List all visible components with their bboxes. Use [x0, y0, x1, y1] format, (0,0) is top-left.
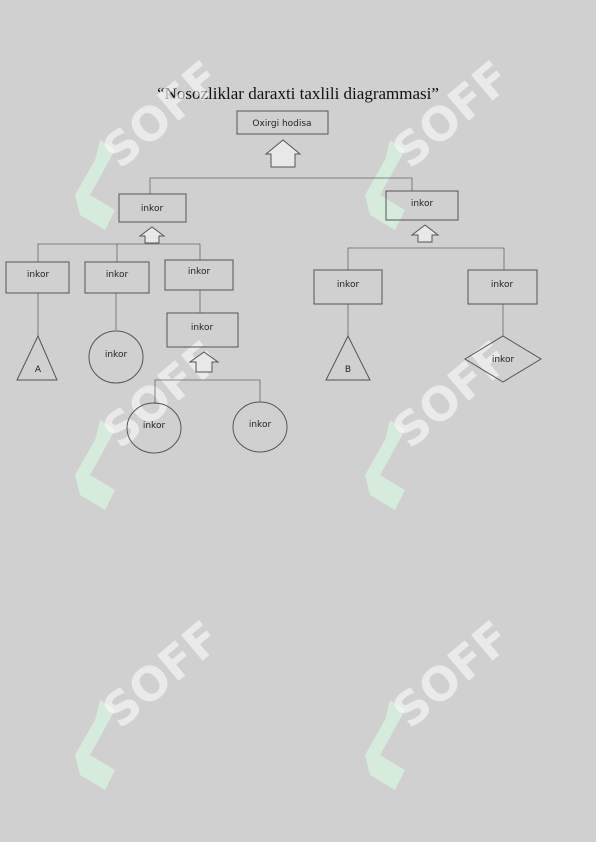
watermark-5: SOFF: [75, 610, 231, 790]
l2-circle-label: inkor: [105, 350, 128, 360]
watermark-logo-icon: [365, 140, 405, 230]
triangle-a: [16, 334, 58, 381]
right-gate-box: [385, 190, 459, 221]
l3-circle-b-label: inkor: [249, 420, 272, 430]
left-gate-label: inkor: [141, 204, 164, 214]
up-arrow-icon: [264, 139, 302, 168]
l3-box: [164, 259, 234, 291]
watermark-group: SOFF SOFF SOFF SOFF SOFF SOFF: [75, 50, 521, 790]
top-event-label: Oxirgi hodisa: [252, 119, 311, 129]
r2-box: [467, 269, 538, 305]
l3-circle-a: [126, 402, 182, 454]
connector-right-split: [347, 247, 505, 270]
watermark-text: SOFF: [382, 610, 520, 738]
watermark-6: SOFF: [365, 610, 521, 790]
up-arrow-icon: [138, 226, 166, 244]
up-arrow-icon: [410, 224, 440, 243]
triangle-b-label: B: [345, 365, 351, 375]
l3-sub-label: inkor: [191, 323, 214, 333]
connector-l3sub-split: [154, 379, 261, 404]
l3-sub-box: [166, 312, 239, 348]
diamond-node: [464, 335, 542, 383]
left-gate-box: [118, 193, 187, 223]
l1-label: inkor: [27, 270, 50, 280]
watermark-logo-icon: [365, 420, 405, 510]
connector-top-split: [149, 177, 413, 194]
top-event-box: [236, 110, 329, 135]
watermark-logo-icon: [75, 420, 115, 510]
watermark-text: SOFF: [92, 610, 230, 738]
watermark-logo-icon: [365, 700, 405, 790]
watermark-text: SOFF: [382, 50, 520, 178]
l3-circle-b: [232, 401, 288, 453]
triangle-a-label: A: [35, 365, 42, 375]
watermark-text: SOFF: [382, 330, 520, 458]
right-gate-label: inkor: [411, 199, 434, 209]
l2-box: [84, 261, 150, 294]
l1-box: [5, 261, 70, 294]
watermark-logo-icon: [75, 700, 115, 790]
watermark-logo-icon: [75, 140, 115, 230]
watermark-text: SOFF: [92, 50, 230, 178]
l3-circle-a-label: inkor: [143, 421, 166, 431]
watermark-2: SOFF: [365, 50, 521, 230]
diagram-title: “Nosozliklar daraxti taxlili diagrammasi…: [157, 84, 439, 103]
triangle-b: [325, 334, 371, 381]
r2-label: inkor: [491, 280, 514, 290]
connector-left-split: [37, 243, 201, 262]
l2-label: inkor: [106, 270, 129, 280]
l3-label: inkor: [188, 267, 211, 277]
l2-circle: [88, 330, 144, 384]
up-arrow-icon: [188, 351, 220, 373]
diamond-label: inkor: [492, 355, 515, 365]
r1-label: inkor: [337, 280, 360, 290]
r1-box: [313, 269, 383, 305]
connectors: [37, 177, 505, 404]
